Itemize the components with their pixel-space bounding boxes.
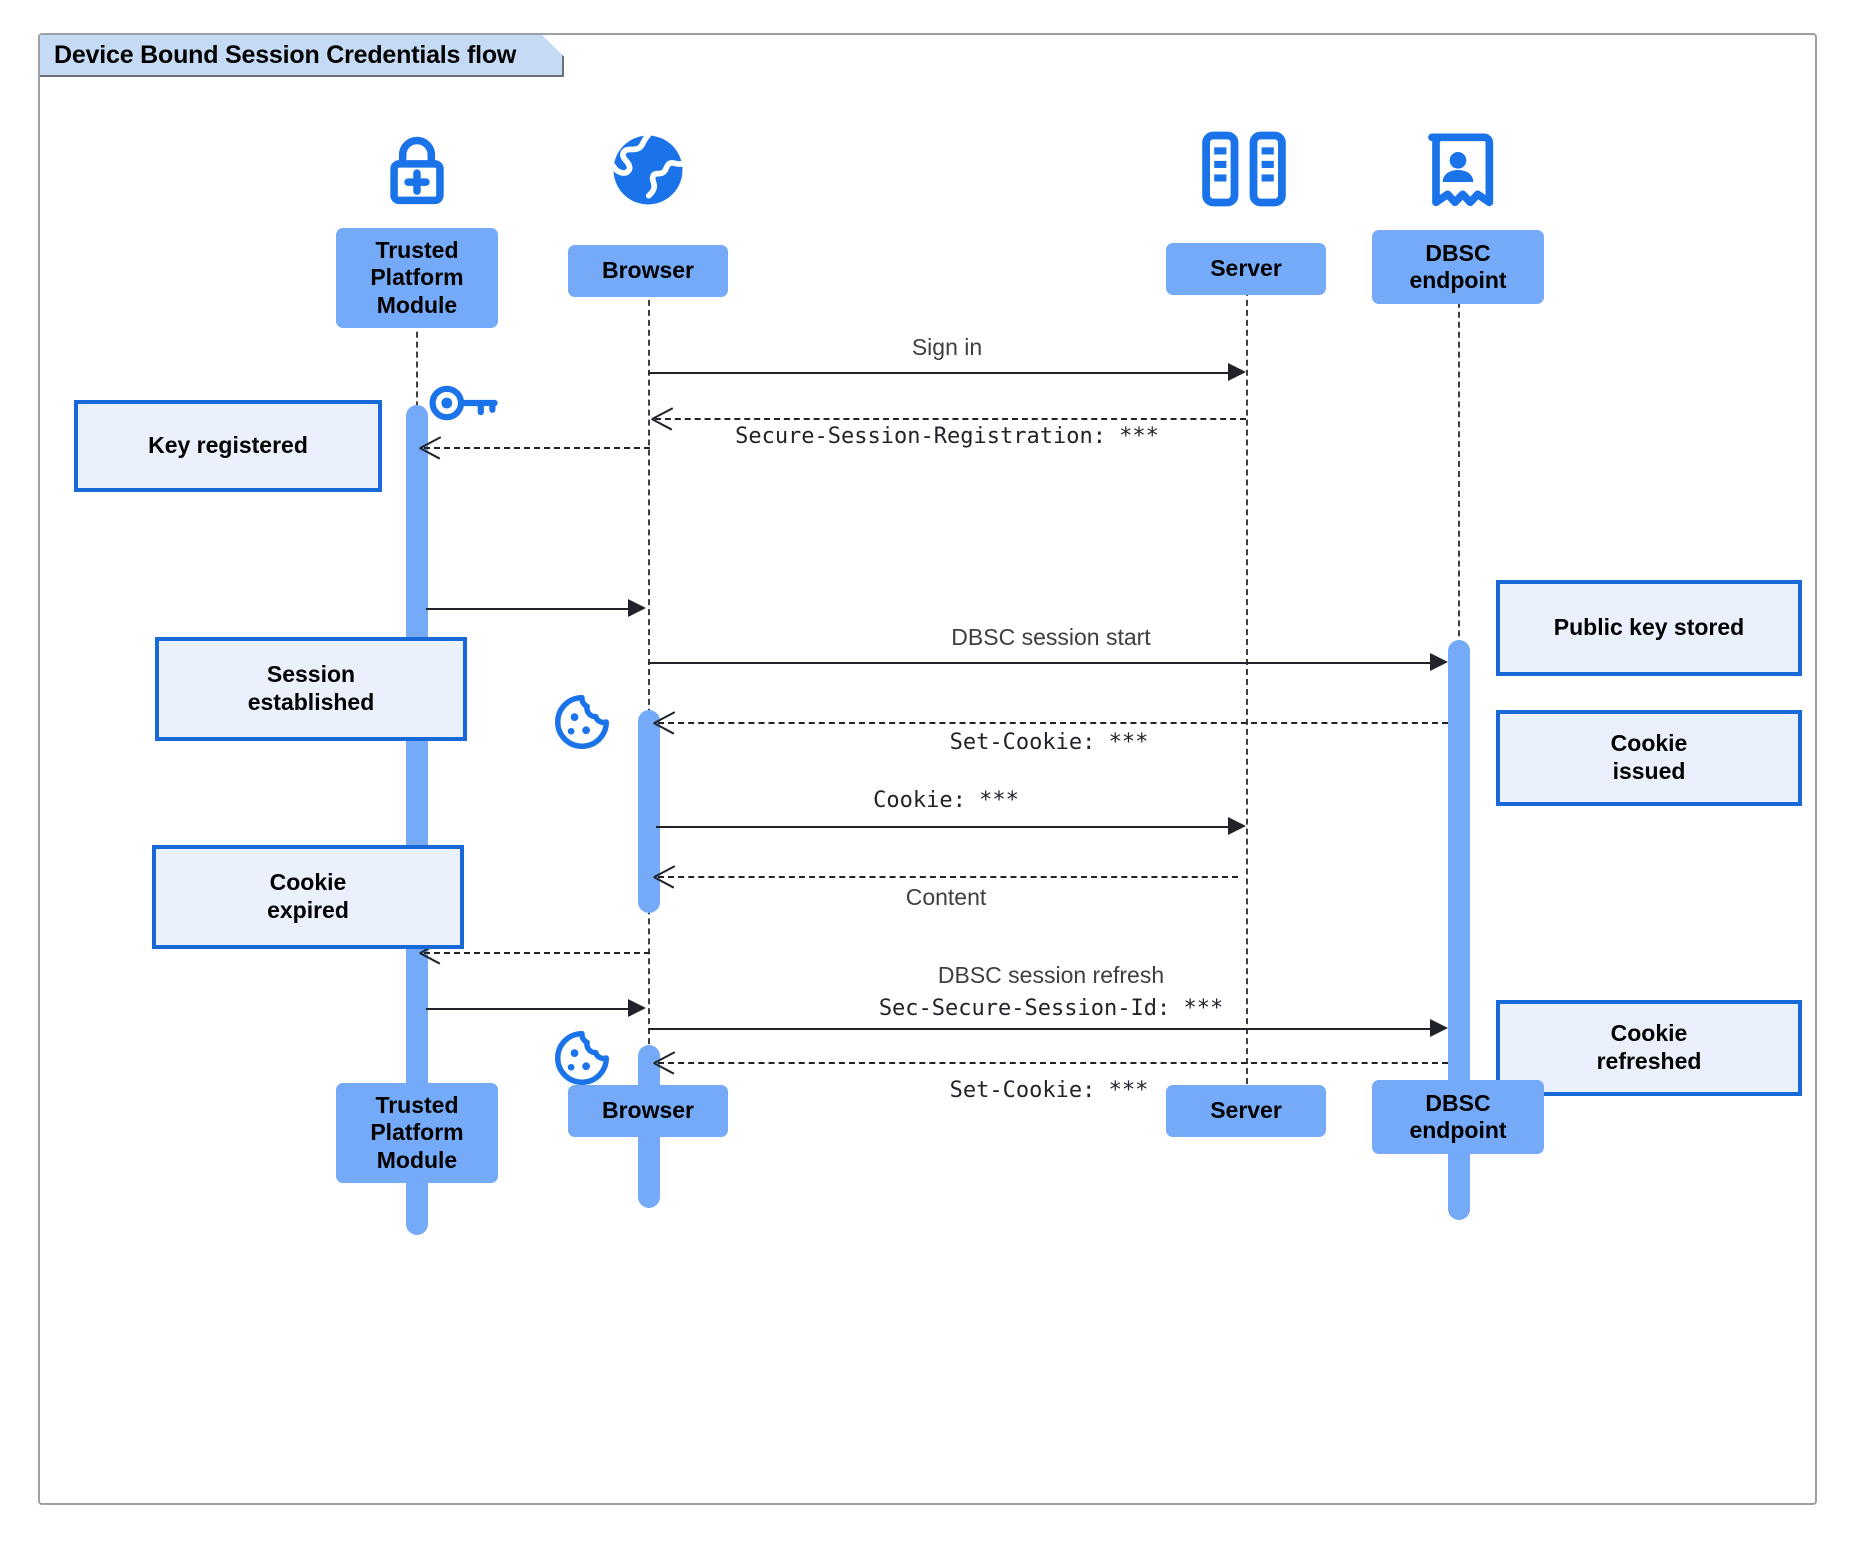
footer-participant-dbsc[interactable]: DBSC endpoint [1372,1080,1544,1154]
key-icon [428,380,500,426]
message-arrowhead-key-ready [628,599,646,617]
message-line-cookie [656,826,1236,828]
message-line-dbsc-session-start [648,662,1438,664]
message-arrowhead-content [654,866,674,886]
message-arrowhead-cookie [1228,817,1246,835]
message-line-cookie-expired-notify [424,952,650,954]
message-line-dbsc-session-refresh [426,1008,636,1010]
message-line-register-key [424,447,650,449]
activation-bar-browser-1 [638,710,660,913]
activation-bar-dbsc [1448,640,1470,1220]
footer-participant-browser[interactable]: Browser [568,1085,728,1137]
cookie-icon [551,1027,613,1089]
note-cookie-expired: Cookie expired [152,845,464,949]
message-label-cookie: Cookie: *** [873,788,1019,813]
message-arrowhead-dbsc-session-refresh [628,999,646,1017]
participant-tpm[interactable]: Trusted Platform Module [336,228,498,328]
message-line-content [658,876,1238,878]
message-arrowhead-register-key [420,437,440,457]
participant-browser[interactable]: Browser [568,245,728,297]
cookie-icon [551,691,613,753]
message-line-sign-in [648,372,1236,374]
lock-plus-icon [374,128,460,214]
note-session-established: Session established [155,637,467,741]
note-cookie-refreshed: Cookie refreshed [1496,1000,1802,1096]
message-label-sign-in: Sign in [911,334,983,360]
server-rack-icon [1200,128,1288,210]
message-line-secure-session-registration [655,418,1246,420]
message-label-set-cookie-1: Set-Cookie: *** [949,730,1149,755]
message-arrowhead-set-cookie-2 [654,1052,674,1072]
message-line-sec-secure-session-id [648,1028,1438,1030]
message-line-set-cookie-1 [658,722,1448,724]
footer-participant-tpm[interactable]: Trusted Platform Module [336,1083,498,1183]
message-label-secure-session-registration: Secure-Session-Registration: *** [735,424,1159,449]
footer-participant-server[interactable]: Server [1166,1085,1326,1137]
message-label-sec-secure-session-id: Sec-Secure-Session-Id: *** [878,996,1224,1021]
message-arrowhead-dbsc-session-start [1430,653,1448,671]
message-arrowhead-sign-in [1228,363,1246,381]
lifeline-server [1246,250,1248,1084]
message-label-dbsc-session-refresh: DBSC session refresh [937,962,1165,988]
id-badge-icon [1421,130,1495,210]
message-line-key-ready [426,608,636,610]
note-key-registered: Key registered [74,400,382,492]
message-label-set-cookie-2: Set-Cookie: *** [949,1078,1149,1103]
note-public-key-stored: Public key stored [1496,580,1802,676]
message-line-set-cookie-2 [658,1062,1448,1064]
message-label-dbsc-session-start: DBSC session start [951,624,1151,650]
note-cookie-issued: Cookie issued [1496,710,1802,806]
participant-server[interactable]: Server [1166,243,1326,295]
diagram-title: Device Bound Session Credentials flow [40,35,564,77]
globe-icon [604,126,692,214]
lifeline-browser [648,250,650,1084]
participant-dbsc[interactable]: DBSC endpoint [1372,230,1544,304]
activation-bar-tpm [406,405,428,1235]
message-label-content: Content [905,884,987,910]
message-arrowhead-sec-secure-session-id [1430,1019,1448,1037]
message-arrowhead-set-cookie-1 [654,712,674,732]
